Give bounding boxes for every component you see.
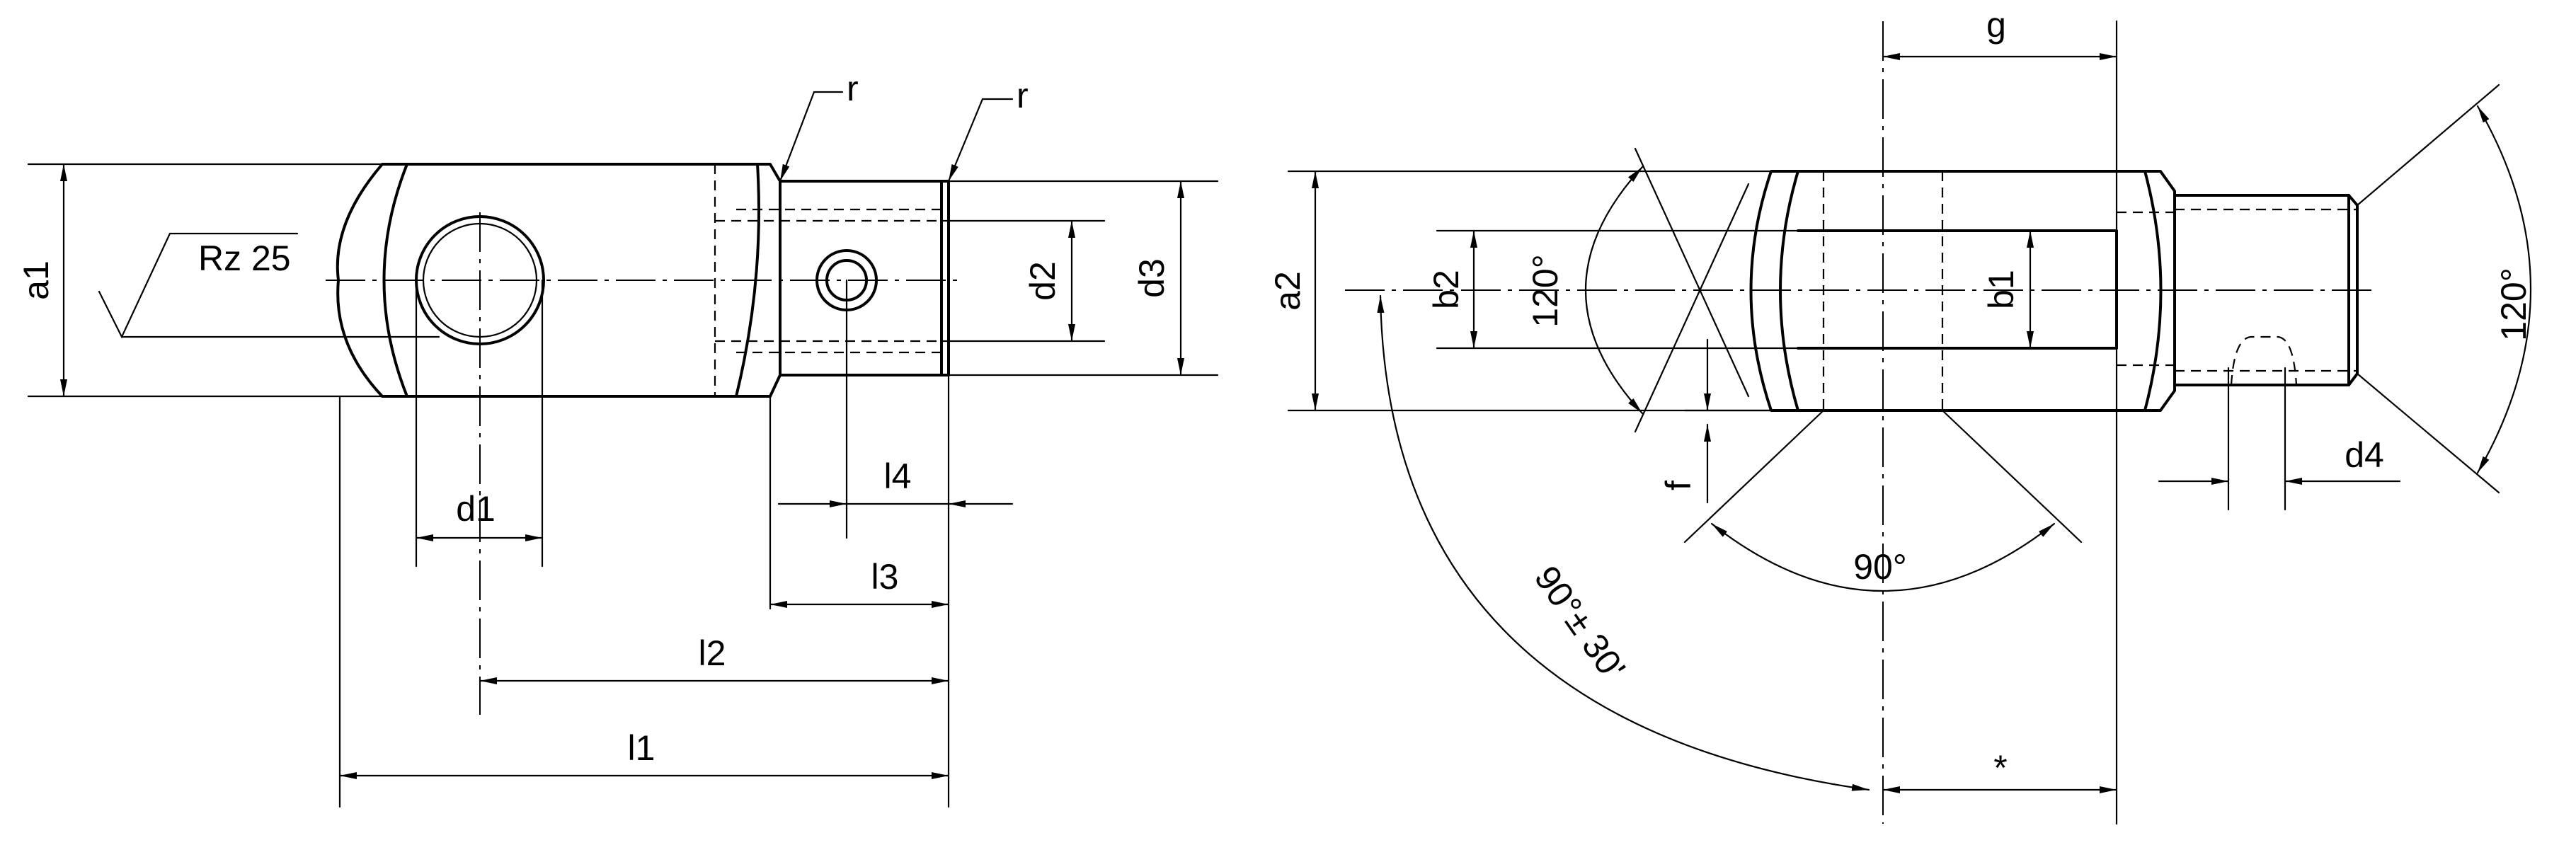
label-b1: b1 <box>1981 270 2021 309</box>
label-g: g <box>1986 5 2006 45</box>
extension-lines-right <box>1287 20 2118 825</box>
label-a2: a2 <box>1268 271 1307 311</box>
dimension-l4: l4 <box>777 456 1014 507</box>
radius-label-right: r <box>1017 76 1029 115</box>
radius-leader-right: r <box>947 76 1029 183</box>
roughness-symbol: Rz 25 <box>98 232 440 339</box>
dimension-b1: b1 <box>1981 229 2034 350</box>
dimension-l1: l1 <box>338 728 950 779</box>
label-l1: l1 <box>628 728 656 768</box>
left-view: Rz 25 r r a1 d2 d3 d1 <box>16 69 1219 808</box>
label-l4: l4 <box>884 456 912 496</box>
label-l2: l2 <box>699 633 726 673</box>
label-l3: l3 <box>871 557 899 597</box>
radius-leader-left: r <box>779 69 859 183</box>
roughness-label: Rz 25 <box>198 238 291 278</box>
dimension-l2: l2 <box>479 633 950 684</box>
dimension-l3: l3 <box>769 557 950 608</box>
right-view: g a2 b2 b1 120° f <box>1268 5 2534 825</box>
dimension-star: * <box>1882 748 2118 793</box>
label-slot-angle: 120° <box>1525 254 1565 327</box>
label-d2: d2 <box>1023 261 1063 301</box>
label-star: * <box>1993 748 2007 788</box>
label-angle-tolerance: 90°± 30' <box>1527 559 1633 687</box>
radius-label-left: r <box>847 69 859 108</box>
dimension-a2: a2 <box>1268 170 1319 412</box>
dimension-d3: d3 <box>1132 180 1184 376</box>
label-b2: b2 <box>1426 270 1466 309</box>
dimension-f: f <box>1659 338 1799 504</box>
extension-lines-left <box>27 163 1219 808</box>
dimension-d4: d4 <box>2158 435 2401 485</box>
label-a1: a1 <box>16 260 56 300</box>
dimension-d2: d2 <box>1023 219 1075 343</box>
label-d3: d3 <box>1132 258 1172 298</box>
threaded-shank <box>2173 194 2359 511</box>
label-d4: d4 <box>2345 435 2384 475</box>
label-d1: d1 <box>456 489 496 529</box>
label-chamfer-angle: 90° <box>1853 547 1907 587</box>
label-f: f <box>1659 481 1698 490</box>
threaded-stub <box>714 164 950 539</box>
dimension-g: g <box>1882 5 2118 60</box>
thread-angle-120: 120° <box>2356 84 2534 494</box>
dimension-a1: a1 <box>16 163 67 398</box>
dimension-d1: d1 <box>415 489 544 541</box>
angle-tolerance: 90°± 30' <box>1377 294 1870 791</box>
label-thread-angle: 120° <box>2494 268 2534 340</box>
